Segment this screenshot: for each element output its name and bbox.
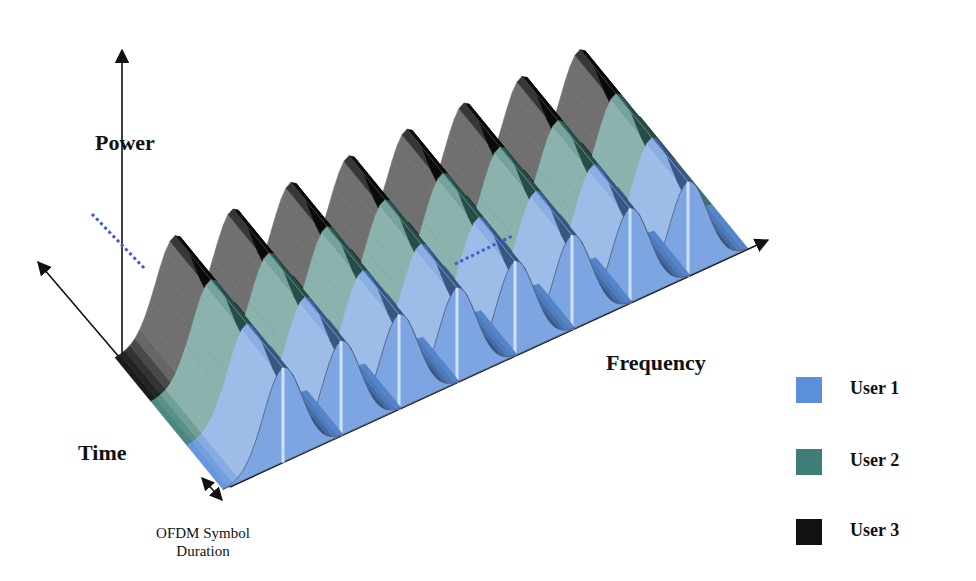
subcarrier-ridges [115,50,748,490]
ridge-crest [363,270,399,314]
subcarrier-arrow [456,288,459,383]
legend-swatch [796,519,822,545]
legend-swatch [796,449,822,475]
ridge-surface [223,368,343,490]
axis-label: Frequency [606,350,706,376]
subcarrier-arrow [398,314,401,409]
continuation-dots [92,214,512,270]
ridge-crest [211,280,247,324]
duration-label: OFDM Symbol Duration [144,524,262,560]
axes [38,50,768,487]
subcarrier-arrow [571,235,574,330]
ridge-crest [500,147,536,191]
subcarrier-arrow [282,368,285,463]
ridge-crest [443,173,479,217]
ridge-crest [580,50,616,94]
subcarrier-arrow [687,182,690,277]
ridge-crest [233,209,269,253]
legend-swatch [796,377,822,403]
ridge-crest [479,217,515,261]
ridge-crest [536,191,572,235]
ridge-crest [247,324,283,368]
ridge-crest [291,182,327,226]
legend-text: User 1 [850,378,899,399]
legend-text: User 2 [850,450,899,471]
ridge-crest [349,156,385,200]
ridge-crest [522,76,558,120]
axis-label: Time [78,440,126,466]
ridge-crest [652,138,688,182]
ridge-crest [421,244,457,288]
ridge-crest [407,129,443,173]
subcarrier-arrow [514,261,517,356]
ridge-crest [305,297,341,341]
ridge-crest [385,200,421,244]
legend-text: User 3 [850,520,899,541]
ridge-crest [558,120,594,164]
axis-label: Power [95,130,155,156]
symbol-duration-arrow [202,478,222,500]
subcarrier-arrow [340,341,343,436]
ridge-crest [327,226,363,270]
ridge-crest [594,164,630,208]
ridge-crest [269,253,305,297]
ridge-crest [464,103,500,147]
ridge-crest [616,94,652,138]
power-axis [121,50,123,356]
ridge-crest [175,236,211,280]
subcarrier-arrow [629,208,632,303]
